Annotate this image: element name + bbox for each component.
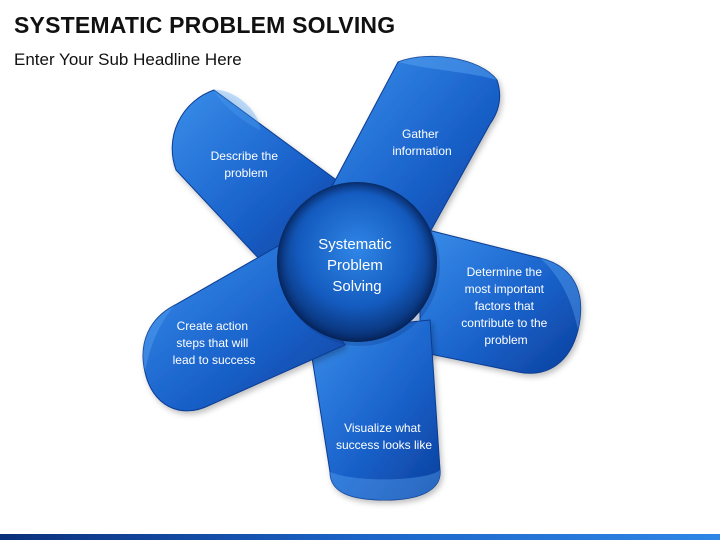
petal-line: problem xyxy=(484,333,527,347)
petal-determine xyxy=(419,227,582,374)
petal-line: Describe the xyxy=(211,149,279,163)
footer-accent-bar xyxy=(0,534,720,540)
petal-line: lead to success xyxy=(173,353,256,367)
petal-label-gather: Gather information xyxy=(392,127,451,158)
petal-label-visualize: Visualize what success looks like xyxy=(336,421,432,452)
petal-line: problem xyxy=(224,166,267,180)
petal-line: information xyxy=(392,144,451,158)
petal-line: Determine the xyxy=(467,265,543,279)
hub-line: Solving xyxy=(332,278,381,295)
hub: Systematic Problem Solving xyxy=(277,182,440,346)
petal-line: factors that xyxy=(475,299,535,313)
petal-line: most important xyxy=(465,282,545,296)
petal-line: contribute to the xyxy=(461,316,547,330)
petal-line: steps that will xyxy=(176,336,248,350)
petal-line: success looks like xyxy=(336,438,432,452)
hub-line: Systematic xyxy=(318,236,392,253)
petal-label-create: Create action steps that will lead to su… xyxy=(173,319,256,367)
slide-subtitle: Enter Your Sub Headline Here xyxy=(14,50,242,69)
petal-label-determine: Determine the most important factors tha… xyxy=(461,265,550,347)
hub-line: Problem xyxy=(327,257,383,274)
petal-line: Visualize what xyxy=(344,421,421,435)
hub-label: Systematic Problem Solving xyxy=(318,236,396,295)
petal-visualize xyxy=(307,319,441,501)
petal-label-describe: Describe the problem xyxy=(211,149,282,180)
petal-line: Gather xyxy=(402,127,439,141)
petal-line: Create action xyxy=(177,319,248,333)
slide-title: SYSTEMATIC PROBLEM SOLVING xyxy=(14,12,396,38)
